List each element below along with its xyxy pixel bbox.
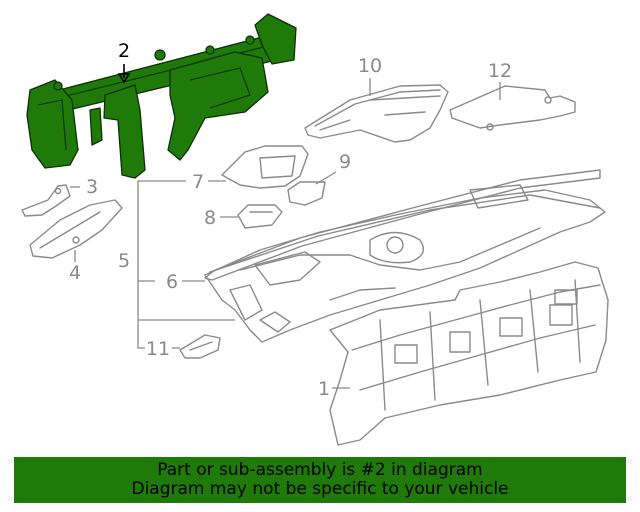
leader-lines <box>70 64 501 389</box>
callout-7[interactable]: 7 <box>192 171 204 193</box>
callout-11[interactable]: 11 <box>146 338 170 360</box>
part-10-defroster-grille[interactable] <box>304 84 449 143</box>
callout-4[interactable]: 4 <box>69 262 81 284</box>
callout-12[interactable]: 12 <box>488 60 512 82</box>
part-1-carrier[interactable] <box>329 261 609 446</box>
callout-5[interactable]: 5 <box>118 250 130 272</box>
parts-diagram: 2 10 12 7 9 8 3 4 5 6 11 1 <box>21 13 609 446</box>
part-7-cluster-bezel[interactable] <box>221 145 309 189</box>
part-12-speaker-cover[interactable] <box>449 85 576 131</box>
callout-3[interactable]: 3 <box>86 176 98 198</box>
part-6-instrument-panel[interactable] <box>204 184 606 343</box>
callout-2[interactable]: 2 <box>118 40 130 62</box>
part-9-switch-bezel[interactable] <box>287 181 326 206</box>
part-3-bracket[interactable] <box>21 184 71 217</box>
part-8-switch[interactable] <box>237 204 283 229</box>
banner-line-1: Part or sub-assembly is #2 in diagram <box>157 460 483 480</box>
part-2-cross-car-beam[interactable] <box>26 13 297 179</box>
part-info-banner: Part or sub-assembly is #2 in diagram Di… <box>14 457 626 503</box>
callout-6[interactable]: 6 <box>166 271 178 293</box>
callout-8[interactable]: 8 <box>204 207 216 229</box>
banner-line-2: Diagram may not be specific to your vehi… <box>131 479 509 499</box>
callout-9[interactable]: 9 <box>339 151 351 173</box>
callout-1[interactable]: 1 <box>318 378 330 400</box>
part-4-bracket[interactable] <box>29 199 123 259</box>
dash-top-strip <box>204 169 601 281</box>
callout-10[interactable]: 10 <box>358 55 382 77</box>
part-11-cap[interactable] <box>179 334 221 359</box>
